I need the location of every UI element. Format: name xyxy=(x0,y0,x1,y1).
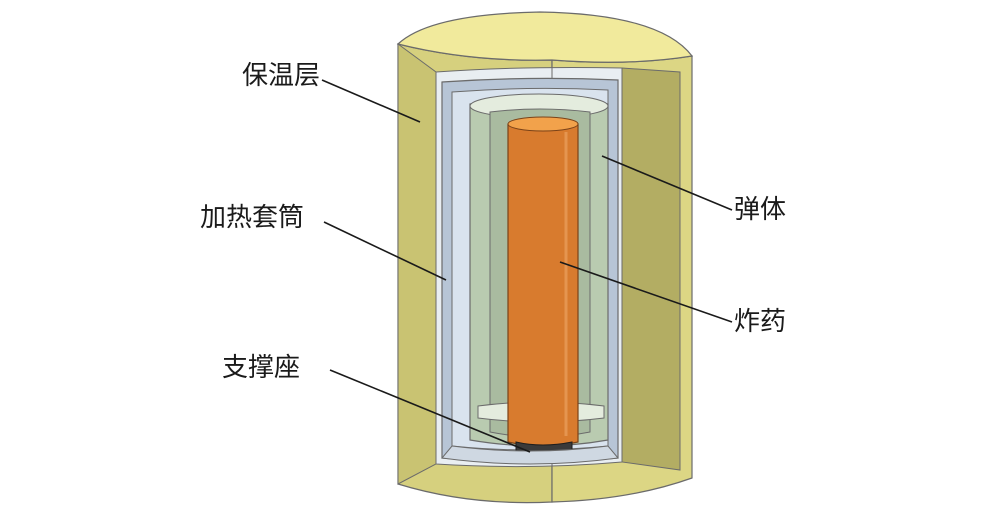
label-heating-sleeve-text: 加热套筒 xyxy=(200,203,304,233)
leader-explosive xyxy=(559,261,733,323)
label-explosive-text: 炸药 xyxy=(734,307,786,337)
label-support-seat: 支撑座 xyxy=(222,353,531,453)
support-seat xyxy=(441,441,619,465)
label-insulation-layer: 保温层 xyxy=(242,61,421,123)
insulation-cut-right xyxy=(621,67,681,471)
label-explosive: 炸药 xyxy=(559,261,786,337)
insulation-top xyxy=(396,11,694,63)
support-seat-base xyxy=(441,445,619,465)
label-projectile-body-text: 弹体 xyxy=(734,195,786,225)
leader-heating-sleeve xyxy=(323,221,447,281)
label-heating-sleeve: 加热套筒 xyxy=(200,203,447,281)
label-support-seat-text: 支撑座 xyxy=(222,353,300,383)
explosive xyxy=(507,116,579,447)
leader-insulation-layer xyxy=(321,79,421,123)
leader-support-seat xyxy=(329,369,531,453)
label-insulation-layer-text: 保温层 xyxy=(242,61,320,91)
label-projectile-body: 弹体 xyxy=(601,155,786,225)
explosive-top xyxy=(507,116,579,132)
leader-projectile-body xyxy=(601,155,733,211)
insulation-cut-left xyxy=(397,43,437,485)
